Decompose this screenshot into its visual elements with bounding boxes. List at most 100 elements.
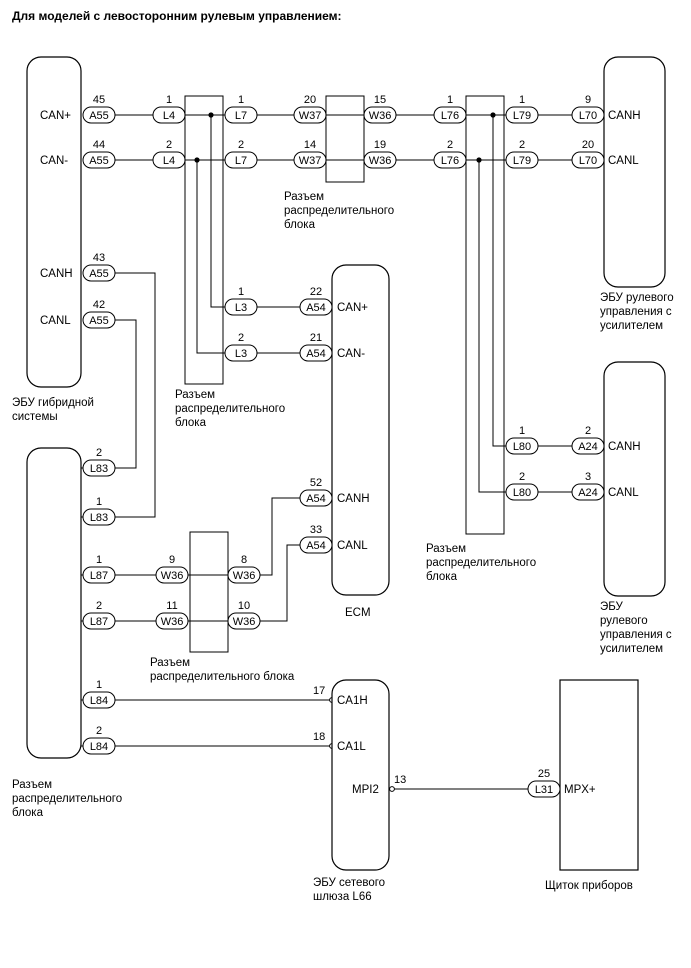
connector-l4-1: L41 <box>152 94 186 124</box>
junction-block-left-bottom <box>26 447 82 759</box>
signal-eps1-canh: CANH <box>608 110 641 122</box>
connector-pin: 22 <box>310 286 322 298</box>
connector-code: L80 <box>513 441 531 453</box>
connector-code: A24 <box>578 487 598 499</box>
connector-pin: 43 <box>93 252 105 264</box>
connector-code: L31 <box>535 784 553 796</box>
connector-pill <box>505 151 539 169</box>
junction-block-top <box>325 95 365 183</box>
connector-code: A54 <box>306 348 326 360</box>
connector-pin: 9 <box>169 554 175 566</box>
wire-hybrid-canl <box>115 319 137 469</box>
connector-code: W37 <box>299 155 322 167</box>
connector-code: L76 <box>441 155 459 167</box>
connector-code: A55 <box>89 155 109 167</box>
connector-code: L87 <box>90 570 108 582</box>
wire-l80-canh <box>492 115 604 447</box>
connector-pin: 1 <box>447 94 453 106</box>
signal-hybrid-canh: CANH <box>40 268 73 280</box>
connector-pill <box>224 344 258 362</box>
connector-pill <box>82 566 116 584</box>
connector-code: W36 <box>369 155 392 167</box>
wire-l3-can-minus <box>196 160 332 354</box>
connector-pin: 2 <box>519 471 525 483</box>
connector-pin: 2 <box>96 725 102 737</box>
connector-code: L83 <box>90 512 108 524</box>
connector-code: L76 <box>441 110 459 122</box>
signal-gw-mpi2: MPI2 <box>352 784 379 796</box>
connector-pin: 52 <box>310 477 322 489</box>
connector-pin: 44 <box>93 139 105 151</box>
connector-code: W36 <box>233 570 256 582</box>
connector-pin: 2 <box>447 139 453 151</box>
connector-code: L4 <box>163 110 175 122</box>
connector-code: A55 <box>89 315 109 327</box>
signal-ecm-canm: CAN- <box>337 348 365 360</box>
connector-pin: 2 <box>519 139 525 151</box>
connector-pin: 2 <box>238 332 244 344</box>
connector-pin: 2 <box>96 447 102 459</box>
connector-code: W36 <box>161 570 184 582</box>
connector-pill <box>227 612 261 630</box>
connector-pill <box>224 106 258 124</box>
connector-code: A54 <box>306 493 326 505</box>
connector-pill <box>363 106 397 124</box>
pin-number: 18 <box>313 731 325 743</box>
connector-l7-2: L72 <box>224 139 258 169</box>
connector-pill <box>299 489 333 507</box>
wire-hybrid-canh <box>115 272 156 518</box>
connector-code: W37 <box>299 110 322 122</box>
connector-pill <box>505 483 539 501</box>
connector-pin: 1 <box>519 94 525 106</box>
connector-pin: 21 <box>310 332 322 344</box>
connector-pill <box>224 151 258 169</box>
connector-pin: 20 <box>304 94 316 106</box>
connector-pin: 15 <box>374 94 386 106</box>
connector-pill <box>527 780 561 798</box>
signal-ecm-canl: CANL <box>337 540 368 552</box>
signal-meter-mpx: MPX+ <box>564 784 596 796</box>
signal-eps2-canh: CANH <box>608 441 641 453</box>
signal-hybrid-canp: CAN+ <box>40 110 71 122</box>
connector-pill <box>571 437 605 455</box>
junction-block-mid <box>189 531 229 653</box>
signal-gw-ca1h: CA1H <box>337 695 368 707</box>
connectors: A5545A5544A5543A5542L41L42L71L72W3720W37… <box>82 94 605 798</box>
connector-pill <box>571 483 605 501</box>
ecm-label: ECM <box>345 607 371 619</box>
wire-l3-can-plus <box>210 115 332 308</box>
connector-pill <box>433 106 467 124</box>
signal-ecm-canp: CAN+ <box>337 302 368 314</box>
signal-hybrid-canm: CAN- <box>40 155 68 167</box>
gateway-ecu-box <box>331 679 390 871</box>
signal-labels: CAN+ CAN- CANH CANL CANH CANL CAN+ CAN- … <box>40 110 641 796</box>
connector-pin: 2 <box>585 425 591 437</box>
diagram-heading: Для моделей с левосторонним рулевым упра… <box>12 9 342 23</box>
connector-pill <box>363 151 397 169</box>
connector-pill <box>505 106 539 124</box>
connector-code: L3 <box>235 302 247 314</box>
connector-code: A55 <box>89 268 109 280</box>
connector-pin: 20 <box>582 139 594 151</box>
connector-pill <box>152 106 186 124</box>
connector-pill <box>152 151 186 169</box>
connector-pill <box>155 612 189 630</box>
connector-code: L7 <box>235 110 247 122</box>
connector-code: A24 <box>578 441 598 453</box>
